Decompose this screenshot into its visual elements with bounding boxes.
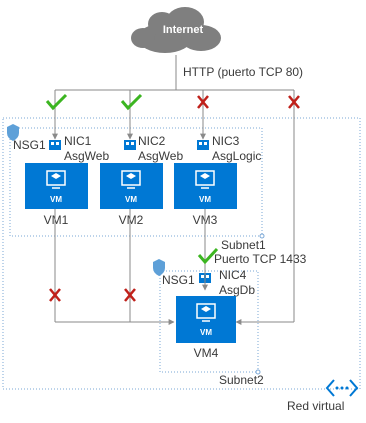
vm2-badge: VM xyxy=(125,195,137,204)
vm2-tile[interactable]: VM xyxy=(100,163,163,209)
virtual-network-boundary xyxy=(2,117,361,390)
subnet2-boundary xyxy=(159,270,259,373)
nic1-icon xyxy=(49,140,61,150)
internet-cloud-icon xyxy=(131,7,221,53)
nic4-asg-label: AsgDb xyxy=(219,283,255,297)
allow-check-vm2-icon xyxy=(120,93,143,111)
subnet1-connector-dot xyxy=(259,233,265,239)
nic2-asg-label: AsgWeb xyxy=(138,149,183,163)
nsg-top-label: NSG1 xyxy=(13,138,46,152)
allow-check-vm3-to-vm4-icon xyxy=(197,247,219,265)
virtual-network-icon xyxy=(325,379,359,397)
internet-connectors xyxy=(52,55,295,325)
nic1-asg-label: AsgWeb xyxy=(64,149,109,163)
internal-connectors xyxy=(54,209,208,325)
vm4-badge: VM xyxy=(200,328,212,337)
nsg-shield-top-icon xyxy=(7,124,19,141)
nsg-bottom-label: NSG1 xyxy=(162,273,195,287)
nic3-label: NIC3 xyxy=(212,134,240,148)
deny-x-vm2-to-vm4-icon xyxy=(124,288,136,302)
vm1-badge: VM xyxy=(50,195,62,204)
allow-check-vm1-icon xyxy=(45,93,68,111)
vm1-tile[interactable]: VM xyxy=(25,163,88,209)
subnet2-connector-dot xyxy=(255,369,261,375)
nic3-icon xyxy=(197,140,209,150)
vm3-tile[interactable]: VM xyxy=(174,163,237,209)
vm3-badge: VM xyxy=(199,195,211,204)
virtual-network-label: Red virtual xyxy=(287,399,344,413)
nsg-shield-bottom-icon xyxy=(153,259,165,276)
nic2-icon xyxy=(124,140,136,150)
nic1-label: NIC1 xyxy=(64,134,92,148)
port-1433-label: Puerto TCP 1433 xyxy=(214,252,307,266)
deny-x-vm1-to-vm4-icon xyxy=(49,288,61,302)
vm4-tile[interactable]: VM xyxy=(176,296,236,343)
subnet1-label: Subnet1 xyxy=(221,238,266,252)
nic3-asg-label: AsgLogic xyxy=(212,149,261,163)
nic2-label: NIC2 xyxy=(138,134,166,148)
protocol-label: HTTP (puerto TCP 80) xyxy=(183,65,303,79)
deny-x-vm4-icon xyxy=(288,95,300,109)
subnet2-label: Subnet2 xyxy=(219,373,264,387)
vm1-name: VM1 xyxy=(44,213,69,227)
vm2-name: VM2 xyxy=(119,213,144,227)
deny-x-vm3-icon xyxy=(197,95,209,109)
internet-label: Internet xyxy=(163,24,204,36)
nic4-label: NIC4 xyxy=(219,268,247,282)
subnet1-boundary xyxy=(9,127,263,237)
vm4-name: VM4 xyxy=(194,346,219,360)
